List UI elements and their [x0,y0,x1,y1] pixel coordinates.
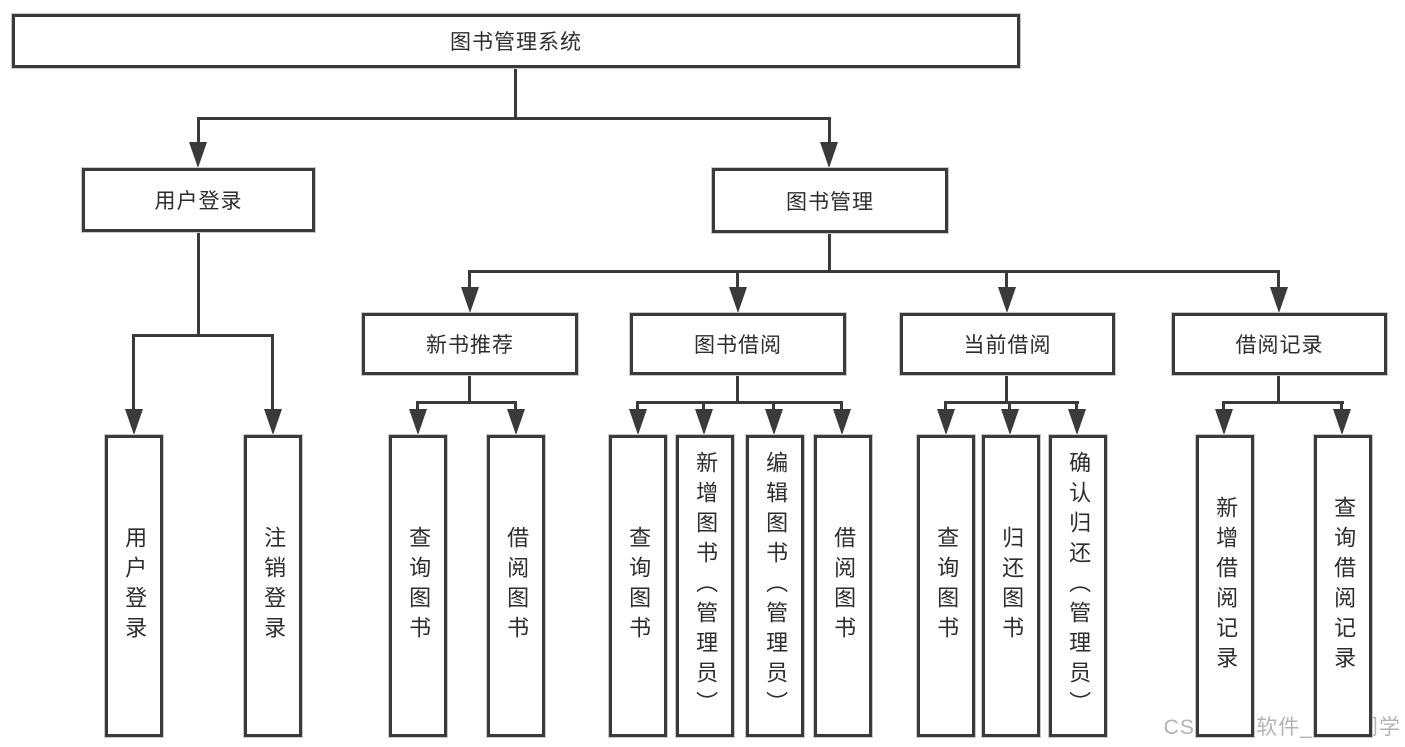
connector-line [514,68,517,119]
node-borrow-records: 借阅记录 [1172,313,1387,375]
arrow-down-icon [264,409,282,435]
leaf-label: 查询图书 [934,526,960,646]
arrow-down-icon [629,409,647,435]
leaf-query-books-borrow: 查询图书 [609,435,667,737]
arrow-down-icon [507,409,525,435]
node-book-management: 图书管理 [712,168,948,233]
arrow-down-icon [833,409,851,435]
arrow-down-icon [125,409,143,435]
connector-line [416,401,517,404]
arrow-down-icon [1068,409,1086,435]
leaf-label: 借阅图书 [831,526,857,646]
arrow-down-icon [998,287,1016,313]
connector-line [1005,375,1008,404]
leaf-add-borrow-record: 新增借阅记录 [1196,435,1254,737]
connector-line [736,375,739,404]
leaf-label: 借阅图书 [504,526,530,646]
leaf-label: 查询借阅记录 [1331,496,1357,676]
leaf-label: 查询图书 [406,526,432,646]
connector-line [197,117,200,145]
arrow-down-icon [937,409,955,435]
leaf-label: 注销登录 [261,526,287,646]
connector-line [840,401,843,411]
arrow-down-icon [1215,409,1233,435]
leaf-label: 用户登录 [122,526,148,646]
connector-line [514,401,517,411]
connector-line [132,334,274,337]
connector-line [1075,401,1078,411]
leaf-borrow-books: 借阅图书 [814,435,872,737]
leaf-add-books-admin: 新增图书（管理员） [676,435,734,737]
leaf-borrow-books-recommend: 借阅图书 [487,435,545,737]
connector-line [1008,401,1011,411]
node-label: 图书借阅 [694,334,782,357]
arrow-down-icon [1270,287,1288,313]
arrow-down-icon [189,142,207,168]
connector-line [944,401,1079,404]
leaf-query-borrow-record: 查询借阅记录 [1314,435,1372,737]
arrow-down-icon [729,287,747,313]
node-current-borrow: 当前借阅 [900,313,1115,375]
arrow-down-icon [461,287,479,313]
connector-line [944,401,947,411]
arrow-down-icon [409,409,427,435]
connector-line [468,270,471,289]
arrow-down-icon [1333,409,1351,435]
connector-line [828,117,831,145]
node-label: 新书推荐 [426,334,514,357]
arrow-down-icon [1001,409,1019,435]
node-label: 图书管理系统 [450,31,582,54]
node-book-borrow: 图书借阅 [630,313,846,375]
connector-line [271,334,274,411]
connector-line [132,334,135,411]
node-label: 当前借阅 [963,334,1052,357]
connector-line [1005,270,1008,289]
connector-line [468,270,1280,273]
node-label: 借阅记录 [1235,334,1324,357]
connector-line [468,375,471,404]
leaf-label: 归还图书 [999,526,1025,646]
leaf-edit-books-admin: 编辑图书（管理员） [746,435,804,737]
leaf-label: 新增借阅记录 [1213,496,1239,676]
connector-line [828,233,831,273]
connector-line [736,270,739,289]
leaf-logout: 注销登录 [244,435,302,737]
leaf-query-books-recommend: 查询图书 [389,435,447,737]
leaf-return-books: 归还图书 [982,435,1040,737]
node-library-management-system: 图书管理系统 [12,14,1020,68]
arrow-down-icon [695,409,713,435]
node-new-book-recommend: 新书推荐 [362,313,578,375]
arrow-down-icon [820,142,838,168]
connector-line [772,401,775,411]
connector-line [197,232,200,337]
leaf-label: 确认归还（管理员） [1066,451,1092,721]
leaf-label: 查询图书 [626,526,652,646]
connector-line [416,401,419,411]
arrow-down-icon [765,409,783,435]
leaf-label: 新增图书（管理员） [693,451,719,721]
connector-line [1222,401,1344,404]
connector-line [702,401,705,411]
leaf-user-login: 用户登录 [105,435,163,737]
connector-line [1277,375,1280,404]
connector-line [197,117,831,120]
node-label: 用户登录 [154,190,243,213]
connector-line [1277,270,1280,289]
connector-line [636,401,639,411]
connector-line [1340,401,1343,411]
node-label: 图书管理 [786,190,874,214]
connector-line [1222,401,1225,411]
leaf-confirm-return-admin: 确认归还（管理员） [1049,435,1107,737]
node-user-login: 用户登录 [82,168,315,232]
connector-line [636,401,843,404]
leaf-query-books-current: 查询图书 [917,435,975,737]
leaf-label: 编辑图书（管理员） [763,451,789,721]
